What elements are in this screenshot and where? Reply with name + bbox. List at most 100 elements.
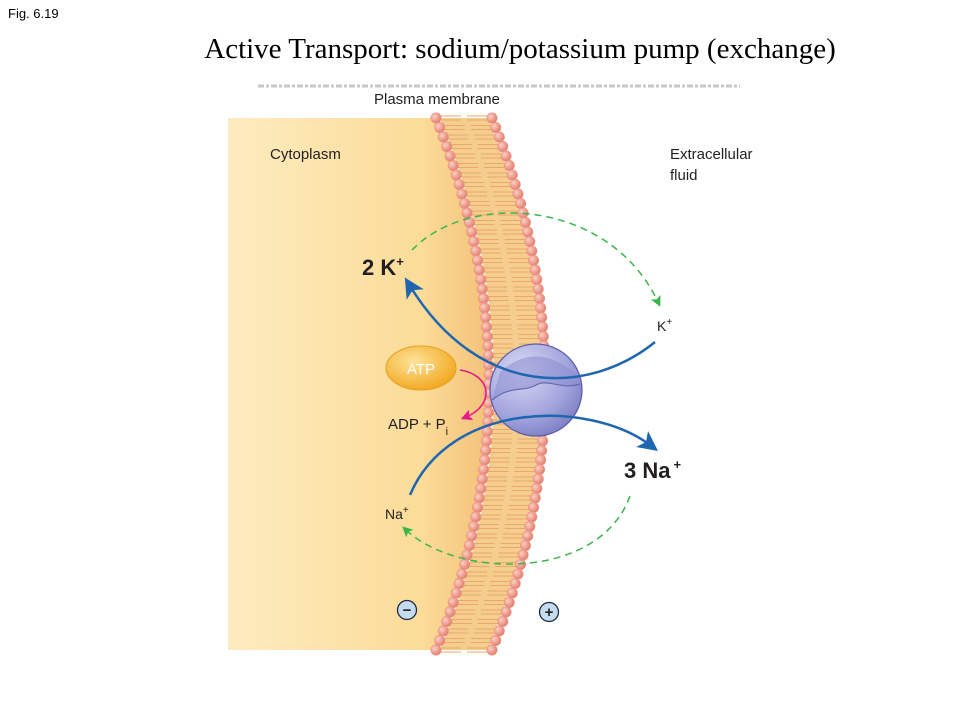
phospholipid-head	[524, 236, 536, 248]
phospholipid-head	[470, 511, 482, 523]
phospholipid-head	[453, 179, 465, 191]
phospholipid-head	[534, 292, 546, 304]
phospholipid-head	[490, 634, 502, 646]
phospholipid-head	[529, 264, 541, 276]
phospholipid-head	[481, 321, 493, 333]
phospholipid-head	[476, 283, 488, 295]
phospholipid-head	[444, 150, 456, 162]
phospholipid-head	[430, 112, 442, 124]
phospholipid-head	[522, 226, 534, 238]
phospholipid-head	[503, 160, 515, 172]
phospholipid-head	[437, 131, 449, 143]
phospholipid-head	[481, 330, 493, 342]
phospholipid-head	[479, 454, 491, 466]
phospholipid-head	[437, 625, 449, 637]
phospholipid-head	[515, 198, 527, 210]
atp-molecule: ATP	[385, 345, 457, 391]
phospholipid-head	[482, 406, 494, 418]
phospholipid-head	[430, 644, 442, 656]
phospholipid-head	[479, 302, 491, 314]
phospholipid-head	[441, 615, 453, 627]
phospholipid-head	[517, 549, 529, 561]
phospholipid-head	[441, 141, 453, 153]
phospholipid-head	[482, 340, 494, 352]
fluid-label: fluid	[670, 167, 698, 184]
phospholipid-head	[531, 482, 543, 494]
na-transport-arrow	[408, 414, 659, 496]
phospholipid-head	[459, 558, 471, 570]
phospholipid-head	[534, 463, 546, 475]
k-cycle-arrow	[411, 212, 661, 307]
phospholipid-head	[450, 587, 462, 599]
phospholipid-head	[522, 530, 534, 542]
phospholipid-head	[526, 511, 538, 523]
phospholipid-head	[476, 473, 488, 485]
phospholipid-head	[535, 454, 547, 466]
phospholipid-head	[537, 435, 549, 447]
phospholipid-head	[447, 596, 459, 608]
na-cycle-arrow	[402, 495, 631, 565]
atp-hydrolysis-arrow	[459, 369, 487, 421]
na-outside-label: 3 Na+	[624, 457, 681, 483]
phospholipid-head	[512, 188, 524, 200]
extracellular-label: Extracellular	[670, 146, 753, 163]
phospholipid-head	[500, 150, 512, 162]
phospholipid-head	[536, 311, 548, 323]
negative-charge-icon: −	[396, 599, 418, 621]
phospholipid-head	[493, 131, 505, 143]
phospholipid-head	[537, 321, 549, 333]
phospholipid-head	[531, 273, 543, 285]
phospholipid-head	[528, 255, 540, 267]
phospholipid-head	[480, 311, 492, 323]
phospholipid-head	[497, 141, 509, 153]
phospholipid-head	[529, 492, 541, 504]
phospholipid-head	[532, 473, 544, 485]
phospholipid-head	[509, 179, 521, 191]
phospholipid-head	[486, 112, 498, 124]
phospholipid-head	[473, 264, 485, 276]
sodium-potassium-pump-protein	[489, 343, 583, 437]
phospholipid-head	[472, 255, 484, 267]
phospholipid-head	[450, 169, 462, 181]
phospholipid-head	[500, 606, 512, 618]
phospholipid-head	[447, 160, 459, 172]
plasma-membrane-label: Plasma membrane	[374, 91, 500, 108]
positive-charge-icon: +	[538, 601, 560, 623]
phospholipid-head	[461, 207, 473, 219]
phospholipid-head	[481, 435, 493, 447]
cytoplasm-region	[228, 118, 487, 650]
phospholipid-head	[468, 520, 480, 532]
phospholipid-head	[486, 644, 498, 656]
phospholipid-head	[456, 568, 468, 580]
phospholipid-head	[519, 539, 531, 551]
phospholipid-head	[515, 558, 527, 570]
phospholipid-head	[444, 606, 456, 618]
phospholipid-head	[490, 122, 502, 134]
adp-label: ADP + Pi	[388, 416, 448, 438]
phospholipid-head	[512, 568, 524, 580]
k-transport-arrow	[404, 277, 656, 380]
svg-text:−: −	[403, 602, 412, 619]
phospholipid-head	[493, 625, 505, 637]
k-inside-label: 2 K+	[362, 254, 404, 280]
k-outside-label: K+	[657, 317, 672, 334]
membrane-tails	[440, 118, 542, 650]
phospholipid-head	[497, 615, 509, 627]
phospholipid-head	[434, 634, 446, 646]
phospholipid-head	[528, 501, 540, 513]
phospholipid-head	[466, 226, 478, 238]
phospholipid-head	[470, 245, 482, 257]
phospholipid-head	[526, 245, 538, 257]
phospholipid-head	[466, 530, 478, 542]
phospholipid-head	[473, 492, 485, 504]
phospholipid-head	[506, 587, 518, 599]
phospholipid-head	[480, 444, 492, 456]
phospholipid-head	[463, 539, 475, 551]
phospholipid-head	[524, 520, 536, 532]
phospholipid-head	[459, 198, 471, 210]
cytoplasm-label: Cytoplasm	[270, 146, 341, 163]
phospholipid-head	[535, 302, 547, 314]
phospholipid-head	[475, 482, 487, 494]
na-inside-label: Na+	[385, 505, 409, 522]
